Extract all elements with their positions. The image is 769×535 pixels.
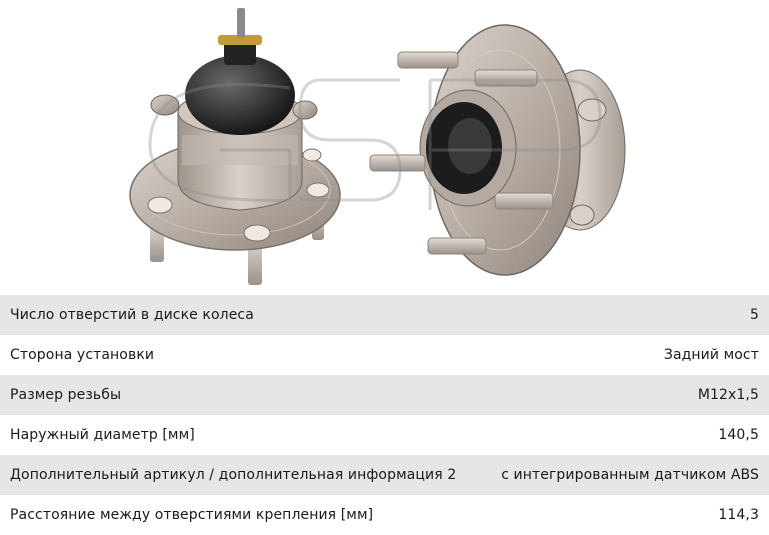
spec-value: 140,5: [718, 427, 759, 443]
spec-row: Сторона установки Задний мост: [0, 335, 769, 375]
spec-name: Число отверстий в диске колеса: [10, 307, 254, 323]
hub-bearing-rear-view: [129, 8, 341, 285]
spec-value: M12x1,5: [697, 387, 759, 403]
hub-bearing-illustration: [129, 8, 626, 285]
spec-name: Наружный диаметр [мм]: [10, 427, 195, 443]
spec-name: Размер резьбы: [10, 387, 122, 403]
spec-value: с интегрированным датчиком ABS: [501, 467, 759, 483]
spec-name: Дополнительный артикул / дополнительная …: [10, 467, 457, 483]
spec-row: Дополнительный артикул / дополнительная …: [0, 455, 769, 495]
spec-value: 114,3: [718, 507, 759, 523]
spec-row: Число отверстий в диске колеса 5: [0, 295, 769, 335]
product-photo: [129, 8, 626, 285]
spec-row: Наружный диаметр [мм] 140,5: [0, 415, 769, 455]
hub-bearing-front-view: [369, 24, 626, 276]
spec-row: Расстояние между отверстиями крепления […: [0, 495, 769, 535]
spec-value: 5: [749, 307, 759, 323]
brand-watermark: [148, 78, 602, 210]
spec-name: Сторона установки: [10, 347, 155, 363]
spec-row: Размер резьбы M12x1,5: [0, 375, 769, 415]
spec-name: Расстояние между отверстиями крепления […: [10, 507, 374, 523]
specs-table: Число отверстий в диске колеса 5 Сторона…: [0, 295, 769, 535]
spec-value: Задний мост: [663, 347, 759, 363]
